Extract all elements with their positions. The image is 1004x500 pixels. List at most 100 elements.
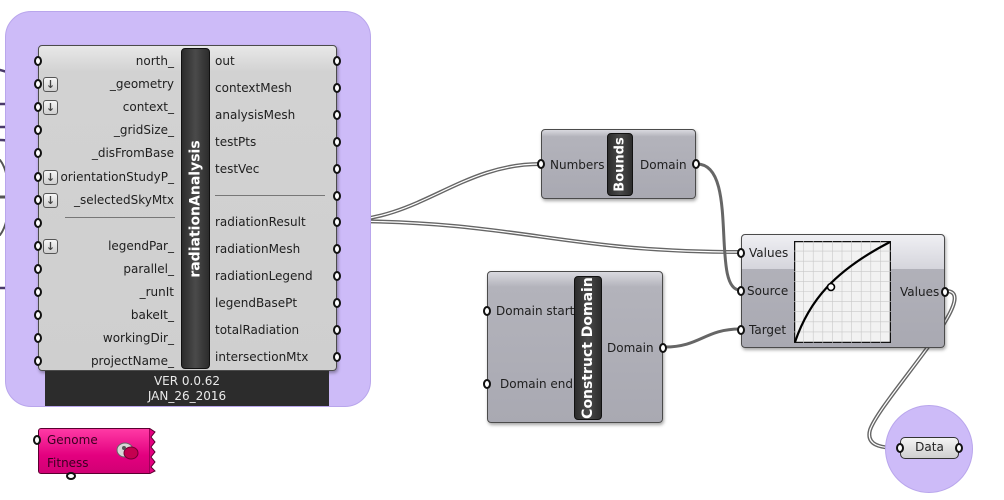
output-label: radiationLegend [215,269,313,284]
output-label: intersectionMtx [215,349,309,364]
input-grip[interactable] [34,194,42,205]
output-label: testPts [215,134,257,149]
input-grip[interactable] [34,217,42,228]
down-arrow-icon[interactable]: ↓ [43,100,58,116]
construct-domain-output-grip[interactable] [659,343,667,353]
input-grip[interactable] [34,333,42,344]
domain-start-grip[interactable] [483,306,491,316]
bounds-output-label: Domain [640,158,687,172]
output-grip[interactable] [333,109,341,120]
input-grip[interactable] [34,310,42,321]
version-text: VER 0.0.62 [153,374,221,388]
wire-domain-target [663,327,742,349]
output-grip[interactable] [333,271,341,282]
input-grip[interactable] [34,125,42,136]
curve-handle [826,282,836,292]
input-grip[interactable] [34,79,42,90]
output-label: totalRadiation [215,323,300,337]
domain-start-label: Domain start [496,304,575,318]
input-label: context_ [122,100,174,115]
input-label: _gridSize_ [113,123,174,138]
graph-source-grip[interactable] [737,286,745,296]
data-input-grip[interactable] [896,443,904,453]
input-separator [65,216,175,218]
galapagos-component[interactable]: Genome Fitness [38,428,150,474]
bounds-output-grip[interactable] [692,159,700,169]
output-grip[interactable] [333,163,341,174]
input-grip[interactable] [34,102,42,113]
zigzag-edge [149,428,156,474]
output-label: radiationMesh [215,242,301,257]
graph-values-grip[interactable] [737,248,745,258]
graph-target-grip[interactable] [737,325,745,335]
wire-result-values-outer [336,219,742,254]
version-date: JAN_26_2016 [147,389,227,403]
fitness-label: Fitness [47,456,89,470]
graph-output-grip[interactable] [941,287,949,297]
input-label: projectName_ [90,354,174,369]
output-grip[interactable] [333,56,341,66]
input-label: legendPar_ [108,238,174,253]
input-label: north_ [135,54,174,68]
input-grip[interactable] [34,148,42,159]
input-grip[interactable] [34,240,42,251]
domain-end-label: Domain end [500,377,573,391]
output-label: out [215,54,235,68]
wire-bounds-source [695,162,742,292]
construct-domain-nickname-text: Construct Domain [580,277,597,419]
graph-mapper-component[interactable]: Values Source Target Values [737,234,949,348]
domain-end-grip[interactable] [483,379,491,389]
output-grip[interactable] [333,82,341,93]
construct-domain-output-label: Domain [607,341,654,355]
output-grip[interactable] [333,325,341,335]
down-arrow-icon[interactable]: ↓ [43,192,58,208]
version-banner: VER 0.0.62 JAN_26_2016 [45,371,329,406]
output-grip[interactable] [333,217,341,228]
down-arrow-icon[interactable]: ↓ [43,169,58,185]
data-param[interactable]: Data [900,437,959,459]
output-grip[interactable] [333,244,341,255]
input-label: workingDir_ [102,331,174,346]
bounds-nickname-text: Bounds [612,137,628,192]
bounds-input-grip[interactable] [537,159,545,169]
input-label: _runIt [139,285,174,299]
bounds-component[interactable]: Numbers Bounds Domain [537,129,700,199]
radiation-nickname-text: radiationAnalysis [187,139,204,278]
output-label: radiationResult [215,215,306,230]
data-output-grip[interactable] [955,443,963,453]
output-grip[interactable] [333,136,341,147]
input-grip[interactable] [34,356,42,367]
graph-source-label: Source [747,284,789,298]
galapagos-icon [116,442,139,460]
output-label: contextMesh [215,80,292,95]
bounds-nickname[interactable]: Bounds [607,133,633,196]
output-separator [215,194,325,196]
down-arrow-icon[interactable]: ↓ [43,238,58,254]
bounds-input-label: Numbers [550,158,605,172]
genome-input-grip[interactable] [33,435,41,445]
input-label: bakeIt_ [130,308,174,323]
input-label: _disFromBase [91,146,174,161]
output-label: legendBasePt [215,296,298,311]
input-grip[interactable] [34,171,42,182]
input-grip[interactable] [34,56,42,66]
radiation-analysis-component[interactable]: radiationAnalysis north_ ↓ _geometry ↓ conte… [34,45,341,371]
construct-domain-nickname[interactable]: Construct Domain [574,276,602,420]
output-grip[interactable] [333,298,341,309]
input-label: parallel_ [123,261,174,276]
output-label: testVec [215,161,260,176]
graph-values-label: Values [749,246,789,260]
down-arrow-icon[interactable]: ↓ [43,77,58,93]
fitness-output-grip[interactable] [66,472,76,480]
data-param-label: Data [915,440,944,454]
construct-domain-component[interactable]: Domain start Domain end Construct Domain… [483,271,667,423]
input-grip[interactable] [34,263,42,274]
output-grip[interactable] [333,351,341,362]
curve-graph-icon[interactable] [794,241,891,343]
input-grip[interactable] [34,287,42,297]
radiation-nickname[interactable]: radiationAnalysis [181,48,210,369]
graph-output-label: Values [900,285,940,299]
genome-label: Genome [47,433,98,447]
input-label: _geometry [109,77,174,92]
output-grip[interactable] [333,190,341,201]
